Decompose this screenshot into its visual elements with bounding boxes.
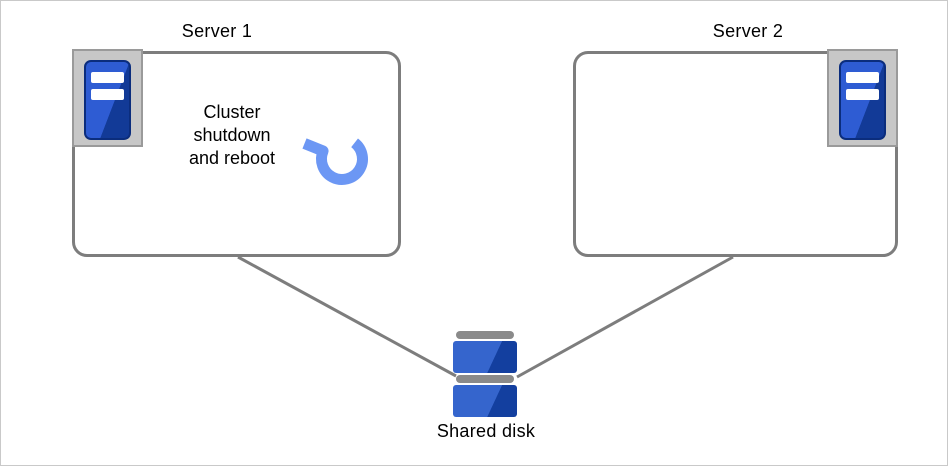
server-tower-icon — [84, 60, 131, 140]
disk-bar — [456, 331, 514, 339]
connector-server1-disk — [237, 255, 457, 378]
disk-platter — [453, 385, 517, 417]
clockwise-reboot-arrow-icon — [302, 138, 368, 185]
server-slot — [846, 89, 879, 100]
stacked-disk-icon — [453, 331, 517, 417]
disk-platter — [453, 341, 517, 373]
server-slot — [91, 72, 124, 83]
server2-title: Server 2 — [712, 21, 784, 41]
server1-title: Server 1 — [181, 21, 253, 41]
server-tower-icon — [839, 60, 886, 140]
disk-bar — [456, 375, 514, 383]
server1-icon-tray — [72, 49, 143, 147]
shared-disk-label: Shared disk — [436, 421, 536, 441]
server2-icon-tray — [827, 49, 898, 147]
cluster-shutdown-reboot-label: Cluster shutdown and reboot — [188, 102, 276, 168]
connector-server2-disk — [516, 255, 734, 379]
server-slot — [846, 72, 879, 83]
server-slot — [91, 89, 124, 100]
